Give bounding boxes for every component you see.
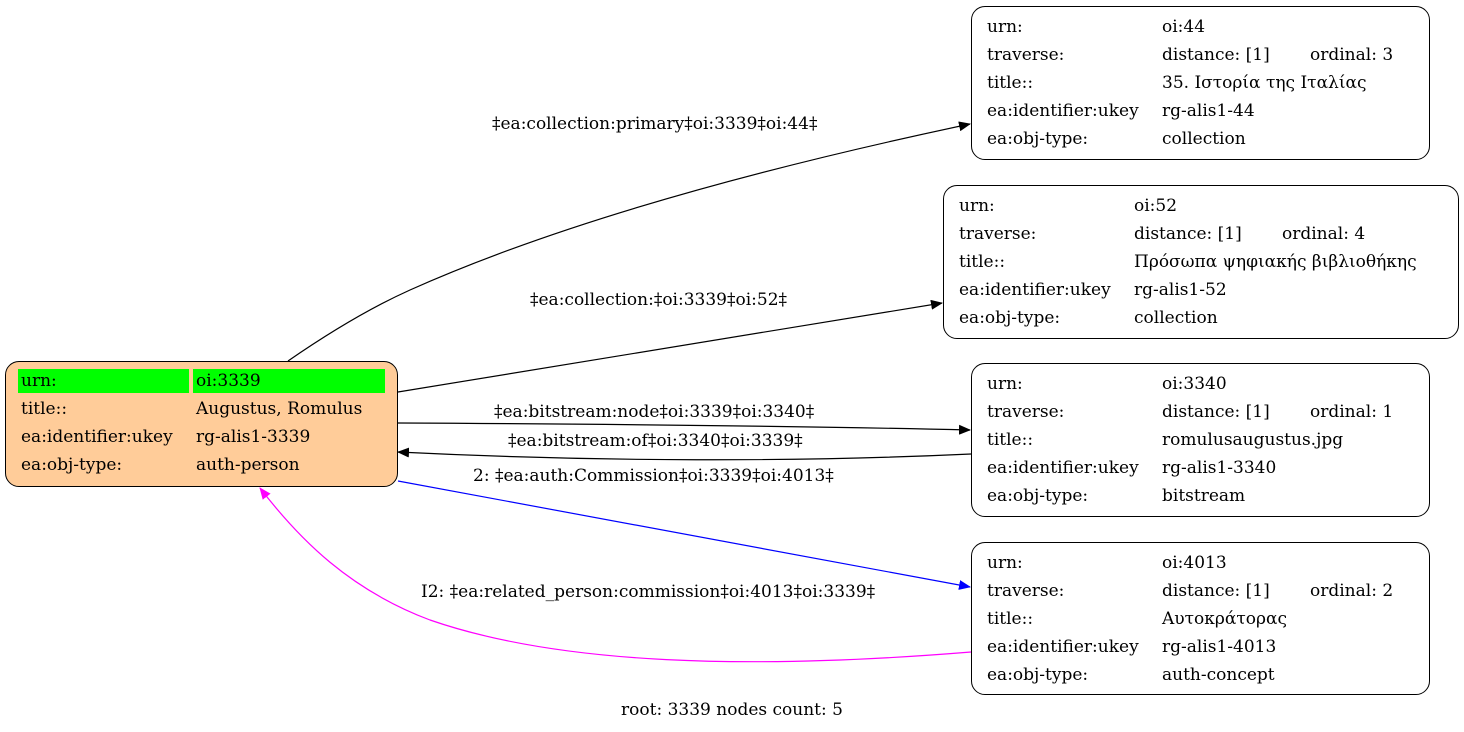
ukey-value: rg-alis1-44 [1162, 101, 1255, 121]
traverse-distance: distance: [1] [1162, 45, 1270, 65]
ukey-key: ea:identifier:ukey [959, 280, 1111, 300]
edge-label-bitstream-node: ‡ea:bitstream:node‡oi:3339‡oi:3340‡ [494, 402, 815, 422]
title-value: 35. Ιστορία της Ιταλίας [1162, 73, 1367, 93]
traverse-distance: distance: [1] [1134, 224, 1242, 244]
ukey-value: rg-alis1-4013 [1162, 637, 1277, 657]
ukey-key: ea:identifier:ukey [987, 637, 1139, 657]
title-key: title:: [959, 252, 1006, 272]
obj-type-key: ea:obj-type: [21, 455, 123, 475]
urn-key: urn: [959, 196, 995, 216]
edge-label-collection: ‡ea:collection:‡oi:3339‡oi:52‡ [530, 290, 788, 310]
traverse-key: traverse: [959, 224, 1037, 244]
obj-type-value: collection [1162, 129, 1246, 149]
traverse-key: traverse: [987, 45, 1065, 65]
traverse-key: traverse: [987, 581, 1065, 601]
traverse-key: traverse: [987, 402, 1065, 422]
obj-type-key: ea:obj-type: [987, 486, 1089, 506]
traverse-ordinal: ordinal: 4 [1282, 224, 1366, 244]
node-oi-4013[interactable]: urn: oi:4013 traverse: distance: [1] ord… [971, 542, 1430, 695]
obj-type-value: collection [1134, 308, 1218, 328]
urn-key: urn: [987, 17, 1023, 37]
obj-type-key: ea:obj-type: [987, 665, 1089, 685]
urn-value: oi:3339 [193, 369, 385, 393]
obj-type-value: auth-concept [1162, 665, 1275, 685]
edge-oi3340-to-root [397, 447, 972, 461]
obj-type-key: ea:obj-type: [959, 308, 1061, 328]
edge-label-related-person-commission: I2: ‡ea:related_person:commission‡oi:401… [421, 582, 876, 602]
urn-key: urn: [987, 553, 1023, 573]
graph-footer: root: 3339 nodes count: 5 [621, 700, 843, 720]
urn-value: oi:44 [1162, 17, 1206, 37]
node-oi-3340[interactable]: urn: oi:3340 traverse: distance: [1] ord… [971, 363, 1430, 517]
title-key: title:: [987, 430, 1034, 450]
ukey-value: rg-alis1-3340 [1162, 458, 1277, 478]
edge-root-to-oi44 [287, 121, 971, 362]
traverse-distance: distance: [1] [1162, 402, 1270, 422]
edge-root-to-oi3340 [397, 422, 971, 435]
title-value: Augustus, Romulus [196, 399, 363, 419]
edge-root-to-oi4013 [397, 480, 971, 590]
title-value: romulusaugustus.jpg [1162, 430, 1344, 450]
edge-oi4013-to-root [259, 487, 972, 663]
traverse-ordinal: ordinal: 3 [1310, 45, 1394, 65]
title-value: Πρόσωπα ψηφιακής βιβλιοθήκης [1134, 252, 1417, 272]
traverse-ordinal: ordinal: 1 [1310, 402, 1394, 422]
edge-label-collection-primary: ‡ea:collection:primary‡oi:3339‡oi:44‡ [492, 114, 818, 134]
row-urn: urn: oi:3339 [6, 369, 399, 393]
title-key: title:: [987, 609, 1034, 629]
urn-value: oi:3340 [1162, 374, 1227, 394]
ukey-key: ea:identifier:ukey [987, 101, 1139, 121]
traverse-ordinal: ordinal: 2 [1310, 581, 1394, 601]
traverse-distance: distance: [1] [1162, 581, 1270, 601]
edge-label-bitstream-of: ‡ea:bitstream:of‡oi:3340‡oi:3339‡ [508, 431, 803, 451]
edge-label-auth-commission: 2: ‡ea:auth:Commission‡oi:3339‡oi:4013‡ [473, 466, 834, 486]
node-oi-52[interactable]: urn: oi:52 traverse: distance: [1] ordin… [943, 185, 1459, 339]
urn-key: urn: [18, 369, 189, 393]
node-oi-44[interactable]: urn: oi:44 traverse: distance: [1] ordin… [971, 6, 1430, 160]
ukey-key: ea:identifier:ukey [21, 427, 173, 447]
urn-value: oi:52 [1134, 196, 1178, 216]
urn-value: oi:4013 [1162, 553, 1227, 573]
obj-type-value: auth-person [196, 455, 300, 475]
obj-type-key: ea:obj-type: [987, 129, 1089, 149]
ukey-value: rg-alis1-3339 [196, 427, 311, 447]
title-key: title:: [21, 399, 68, 419]
obj-type-value: bitstream [1162, 486, 1246, 506]
urn-key: urn: [987, 374, 1023, 394]
title-key: title:: [987, 73, 1034, 93]
title-value: Αυτοκράτορας [1162, 609, 1287, 629]
edge-root-to-oi52 [397, 299, 943, 393]
ukey-value: rg-alis1-52 [1134, 280, 1227, 300]
node-root-oi-3339[interactable]: urn: oi:3339 title:: Augustus, Romulus e… [5, 361, 398, 487]
ukey-key: ea:identifier:ukey [987, 458, 1139, 478]
